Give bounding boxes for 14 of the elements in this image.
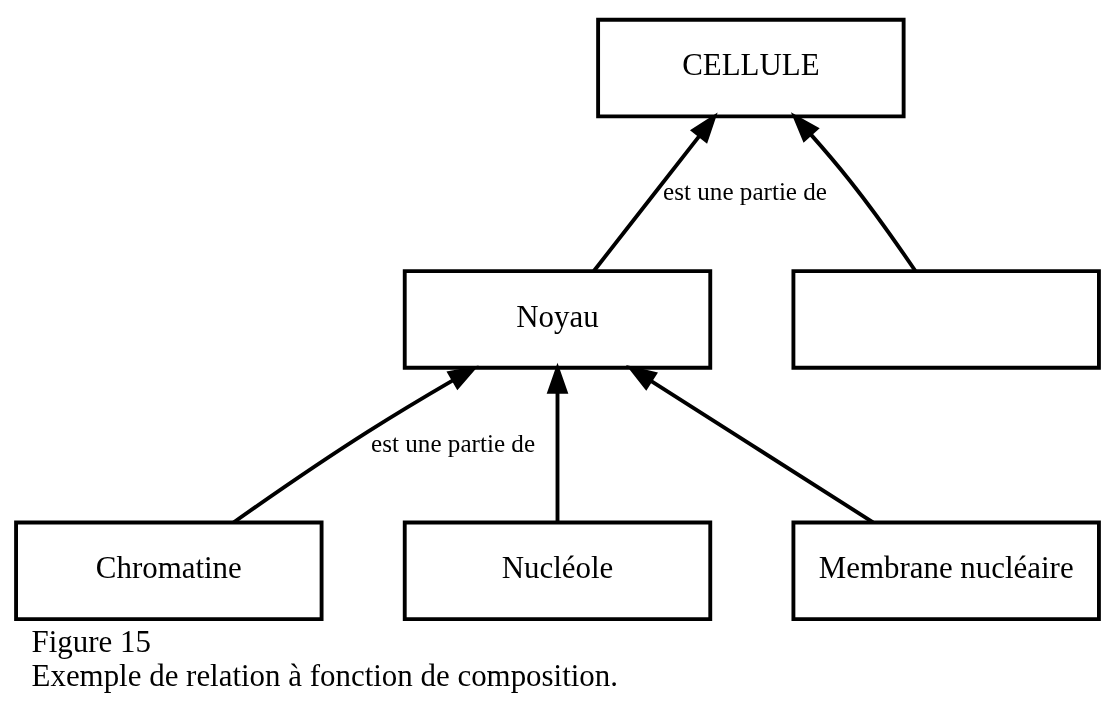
arrow: [546, 362, 569, 522]
arrow: [790, 111, 917, 272]
node-box: Nucléole: [402, 520, 713, 621]
arrow: [232, 364, 479, 524]
edge-label: est une partie de: [371, 429, 536, 457]
edge-label: est une partie de: [663, 177, 828, 205]
arrow: [626, 364, 875, 524]
node-box: CELLULE: [596, 17, 906, 118]
node-box: [791, 268, 1101, 370]
node-box: Noyau: [402, 268, 713, 370]
arrow: [592, 112, 718, 272]
node-box: Chromatine: [14, 520, 324, 621]
diagram-title: Figure 15: [31, 623, 151, 659]
node-box: Membrane nucléaire: [791, 520, 1101, 621]
